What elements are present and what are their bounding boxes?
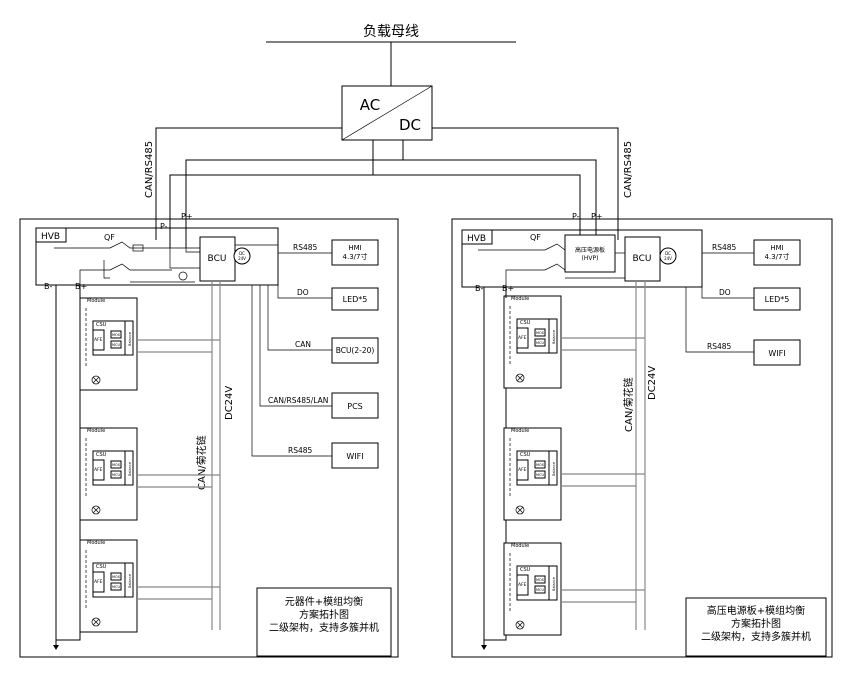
left-wifi-label: WIFI [346, 452, 363, 461]
right-led-label: LED*5 [765, 295, 790, 304]
left-module-3: Module CSU AFE MOS MCU Balance [79, 539, 220, 633]
left-module-3-csu: CSU [96, 564, 107, 570]
converter-dc-label: DC [399, 116, 421, 134]
right-module-2-mcu: MCU [536, 473, 544, 477]
left-p-plus-label: P+ [181, 212, 193, 221]
right-module-3-csu: CSU [520, 567, 531, 573]
left-p-minus-label: P- [160, 222, 168, 231]
left-can-rs485-label: CAN/RS485 [144, 141, 155, 198]
left-module-3-label: Module [87, 540, 105, 546]
right-qf-label: QF [530, 233, 541, 242]
left-can-label: CAN [295, 340, 311, 349]
left-module-1-afe: AFE [94, 337, 103, 343]
left-module-2-mos: MOS [112, 463, 121, 467]
right-rs485-wifi-label: RS485 [707, 342, 732, 351]
right-rs485-hmi-label: RS485 [712, 243, 737, 252]
right-module-3-mcu: MCU [536, 588, 544, 592]
left-do-label: DO [297, 288, 309, 297]
left-rs485-hmi-label: RS485 [293, 243, 318, 252]
right-wifi-label: WIFI [768, 349, 785, 358]
right-module-2-csu: CSU [520, 452, 531, 458]
left-can-chain-label: CAN/菊花链 [195, 435, 208, 490]
left-module-1-mcu: MCU [112, 343, 120, 347]
right-module-1-mcu: MCU [536, 341, 544, 345]
load-bus-label: 负载母线 [363, 24, 419, 40]
left-dc24v-bus-label: DC24V [224, 386, 235, 420]
right-dc24v-bus-label: DC24V [647, 366, 658, 400]
left-bcu-label: BCU [208, 254, 227, 264]
left-led-label: LED*5 [343, 295, 368, 304]
left-pcs-label: PCS [347, 402, 363, 411]
right-b-minus-label: B- [475, 284, 483, 293]
left-module-2-label: Module [87, 428, 105, 434]
right-module-1: Module CSU AFE MOS MCU Balance [503, 295, 645, 389]
right-can-chain-label: CAN/菊花链 [622, 377, 635, 432]
left-module-3-mcu: MCU [112, 585, 120, 589]
right-caption: 高压电源板+模组均衡方案拓扑图二级架构，支持多簇并机 [701, 604, 811, 643]
right-module-1-afe: AFE [518, 335, 527, 341]
left-module-3-balance: Balance [128, 574, 132, 588]
right-module-3-balance: Balance [552, 577, 556, 591]
right-module-2-mos: MOS [536, 463, 545, 467]
right-module-3-label: Module [511, 543, 529, 549]
right-bcu-label: BCU [633, 254, 652, 264]
left-module-3-afe: AFE [94, 579, 103, 585]
right-module-2-afe: AFE [518, 467, 527, 473]
left-rs485-wifi-label: RS485 [288, 446, 313, 455]
right-module-1-balance: Balance [552, 330, 556, 344]
left-caption: 元器件+模组均衡方案拓扑图二级架构，支持多簇并机 [269, 595, 379, 634]
right-module-3-mos: MOS [536, 578, 545, 582]
converter-ac-label: AC [360, 96, 380, 114]
ac-dc-converter: AC DC [341, 85, 433, 141]
right-module-2: Module CSU AFE MOS MCU Balance [503, 427, 645, 521]
left-b-plus-label: B+ [75, 282, 87, 291]
left-module-2-mcu: MCU [112, 473, 120, 477]
right-module-2-balance: Balance [552, 462, 556, 476]
left-module-1: Module CSU AFE MOS MCU Balance [79, 297, 220, 391]
right-p-minus-label: P- [572, 212, 580, 221]
right-p-plus-label: P+ [591, 212, 603, 221]
right-module-1-csu: CSU [520, 320, 531, 326]
right-module-3-afe: AFE [518, 582, 527, 588]
left-module-2-csu: CSU [96, 452, 107, 458]
right-module-1-mos: MOS [536, 331, 545, 335]
left-b-minus-label: B- [44, 282, 52, 291]
left-qf-label: QF [104, 233, 115, 242]
left-module-2-afe: AFE [94, 467, 103, 473]
left-module-3-mos: MOS [112, 575, 121, 579]
right-b-plus-label: B+ [502, 284, 514, 293]
left-module-2-balance: Balance [128, 462, 132, 476]
left-module-1-label: Module [87, 298, 105, 304]
converter-wiring: CAN/RS485 CAN/RS485 [144, 127, 634, 248]
right-do-label: DO [719, 288, 731, 297]
right-hv-board-label: 高压电源板(HVP) [575, 246, 605, 262]
right-can-rs485-label: CAN/RS485 [623, 141, 634, 198]
right-module-1-label: Module [511, 296, 529, 302]
left-module-2: Module CSU AFE MOS MCU Balance [79, 427, 220, 521]
left-module-1-mos: MOS [112, 333, 121, 337]
left-bcu-ext-label: BCU(2-20) [336, 346, 375, 355]
left-hvb-label: HVB [41, 232, 60, 242]
right-module-3: Module CSU AFE MOS MCU Balance [503, 542, 645, 636]
load-bus: 负载母线 [266, 24, 516, 86]
left-module-1-csu: CSU [96, 322, 107, 328]
left-module-1-balance: Balance [128, 332, 132, 346]
right-module-2-label: Module [511, 428, 529, 434]
right-hvb-label: HVB [467, 234, 486, 244]
left-can-lan-label: CAN/RS485/LAN [268, 396, 328, 405]
